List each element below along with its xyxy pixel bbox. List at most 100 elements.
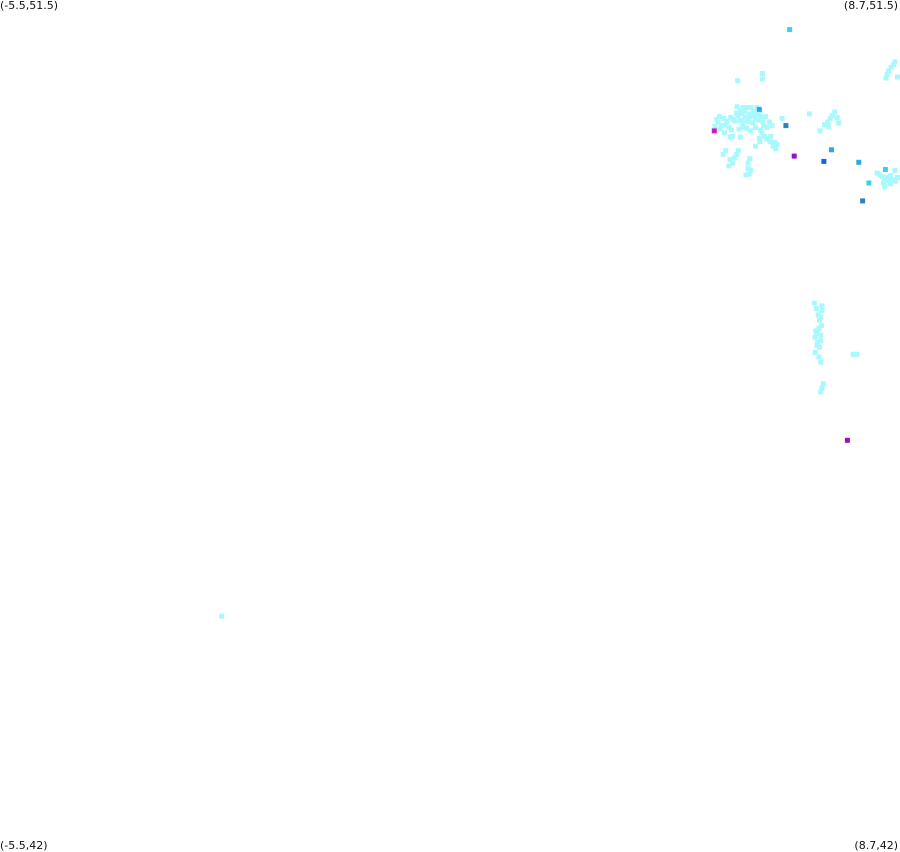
map-point — [740, 120, 746, 126]
map-point — [856, 159, 862, 165]
map-point — [743, 172, 749, 178]
map-point — [721, 130, 727, 136]
map-point — [732, 155, 738, 161]
map-point — [818, 323, 824, 329]
map-point — [844, 437, 850, 443]
map-point — [745, 160, 751, 166]
map-point — [816, 325, 822, 331]
map-point — [712, 124, 718, 129]
map-point — [818, 389, 824, 395]
map-point — [742, 115, 748, 120]
map-point — [735, 113, 741, 119]
map-point — [717, 126, 723, 132]
map-point — [813, 306, 819, 311]
map-point — [791, 153, 797, 159]
map-point — [746, 171, 752, 177]
map-point — [716, 114, 722, 120]
map-point — [836, 120, 841, 126]
corner-label-top-left: (-5.5,51.5) — [0, 0, 59, 12]
corner-label-bottom-right: (8.7,42) — [854, 839, 898, 852]
map-point — [829, 113, 835, 119]
map-point — [757, 139, 763, 145]
map-point — [886, 68, 892, 74]
map-point — [818, 332, 824, 338]
map-point — [822, 122, 828, 128]
map-point — [773, 146, 779, 152]
map-point — [753, 115, 758, 121]
map-point — [728, 127, 734, 133]
map-point — [727, 134, 733, 140]
map-point — [892, 167, 898, 173]
map-point — [769, 123, 775, 129]
map-point — [753, 143, 758, 149]
map-point — [715, 119, 721, 125]
map-point — [884, 175, 890, 181]
map-point — [727, 157, 733, 163]
map-point — [745, 118, 751, 124]
map-point — [813, 328, 819, 334]
map-point — [819, 307, 825, 313]
map-point — [723, 122, 729, 128]
map-point — [747, 167, 753, 173]
map-point — [806, 111, 812, 117]
map-point — [734, 151, 739, 157]
map-point — [850, 351, 856, 357]
map-point — [740, 124, 746, 130]
map-point — [735, 78, 741, 84]
map-point — [768, 133, 774, 139]
map-point — [819, 303, 825, 309]
map-point — [816, 354, 822, 360]
map-point — [748, 105, 754, 111]
map-point — [760, 119, 766, 125]
corner-label-bottom-left: (-5.5,42) — [0, 839, 48, 852]
map-point — [747, 111, 753, 117]
map-point — [834, 115, 840, 120]
map-point — [747, 128, 753, 134]
map-point — [763, 114, 769, 120]
map-point — [760, 76, 765, 82]
map-point — [829, 147, 834, 153]
map-point — [740, 105, 746, 111]
map-point — [742, 109, 748, 115]
map-point — [744, 125, 750, 131]
map-point — [734, 104, 740, 110]
map-point — [815, 312, 821, 318]
map-point — [764, 136, 770, 142]
map-point — [827, 115, 833, 121]
map-point — [787, 27, 793, 33]
map-point — [744, 105, 750, 111]
map-point — [811, 300, 817, 306]
map-point — [895, 175, 900, 181]
map-point — [751, 108, 757, 114]
map-point — [758, 127, 764, 133]
map-point — [812, 334, 818, 340]
map-point — [817, 317, 822, 323]
map-point — [730, 133, 736, 139]
map-point — [724, 118, 730, 124]
map-point — [882, 167, 888, 172]
map-point — [761, 133, 767, 139]
map-point — [882, 184, 888, 189]
map-point — [819, 385, 825, 391]
map-point — [761, 123, 767, 129]
map-point — [854, 351, 860, 357]
map-point — [737, 117, 743, 123]
map-point — [766, 119, 772, 125]
map-point — [760, 71, 765, 76]
map-point — [888, 173, 893, 179]
map-point — [879, 174, 885, 180]
map-point — [721, 115, 727, 121]
map-point — [888, 64, 894, 70]
map-point — [820, 381, 826, 387]
map-point — [881, 180, 886, 186]
map-point — [736, 126, 742, 132]
map-point — [883, 75, 889, 81]
map-point — [860, 198, 866, 204]
map-point — [866, 180, 872, 186]
map-point — [764, 124, 770, 130]
map-point — [720, 151, 726, 157]
map-point — [832, 109, 838, 115]
points-layer — [219, 27, 900, 619]
map-point — [756, 117, 762, 123]
